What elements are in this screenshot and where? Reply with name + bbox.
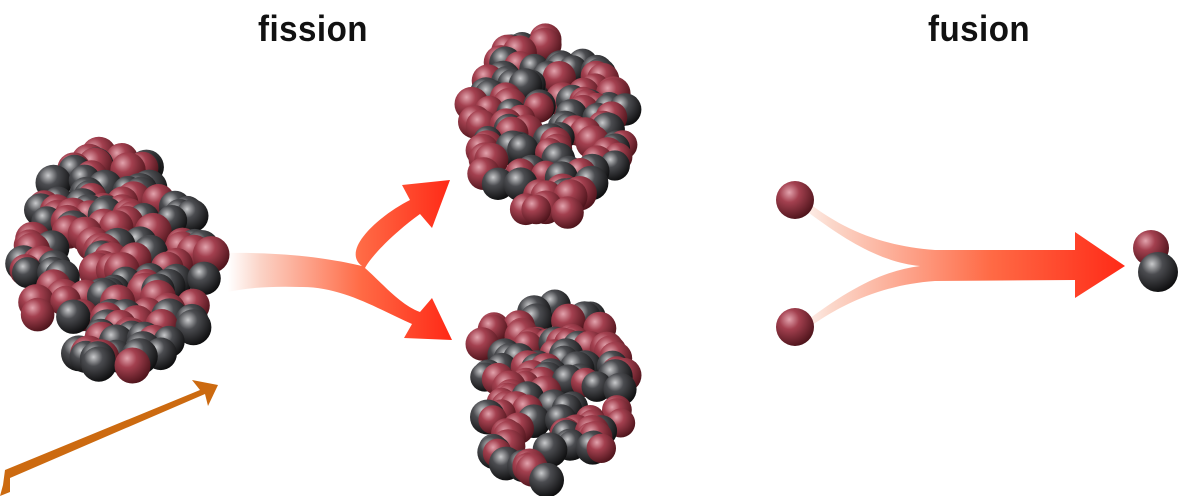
fission-split-arrow bbox=[228, 180, 452, 340]
fission-product-nucleus-bottom bbox=[465, 289, 642, 496]
light-nucleus-top bbox=[776, 181, 814, 219]
fusion-label: fusion bbox=[928, 8, 1031, 49]
light-nucleus-bottom bbox=[776, 308, 814, 346]
fused-nucleus bbox=[1133, 230, 1178, 292]
neutron-sphere bbox=[175, 309, 212, 346]
fusion-merge-arrow bbox=[805, 200, 1125, 330]
neutron-sphere bbox=[529, 462, 564, 496]
neutron-sphere bbox=[56, 299, 91, 334]
proton-sphere bbox=[20, 297, 55, 332]
proton-sphere bbox=[586, 433, 616, 463]
neutron-sphere bbox=[12, 257, 43, 289]
neutron-sphere bbox=[81, 346, 117, 382]
proton-sphere bbox=[551, 196, 584, 229]
incoming-neutron-pointer bbox=[0, 380, 218, 496]
neutron-sphere bbox=[187, 261, 221, 295]
fission-label: fission bbox=[258, 8, 368, 49]
fission-product-nucleus-top bbox=[454, 23, 642, 229]
large-nucleus bbox=[5, 136, 230, 384]
proton-sphere bbox=[114, 347, 151, 384]
proton-sphere bbox=[521, 194, 551, 225]
